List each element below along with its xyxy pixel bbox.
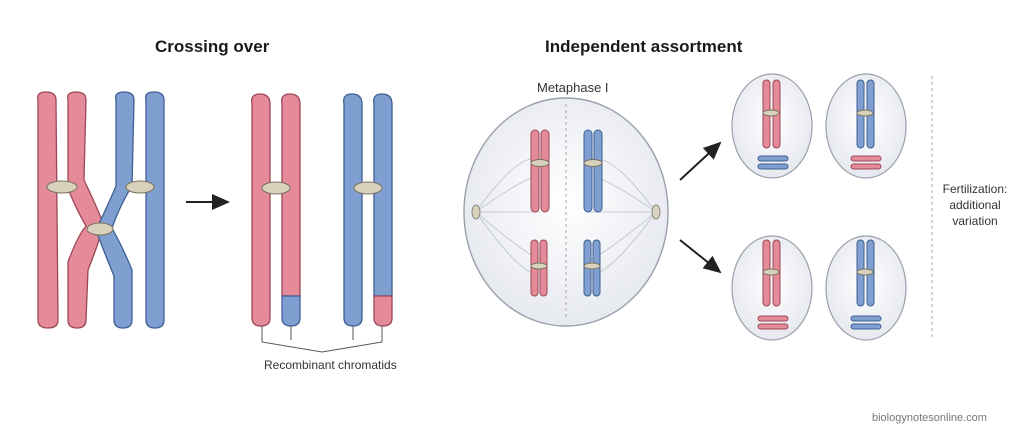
metaphase-cell <box>463 97 669 327</box>
blue-chromatid <box>95 91 135 329</box>
daughter-cell <box>731 73 813 179</box>
crossing-chromosome-pair <box>37 91 165 329</box>
blue-segment <box>281 295 301 327</box>
arrow-to-upper-cells <box>679 141 722 181</box>
centromere <box>530 159 550 167</box>
pink-chromatid <box>540 129 550 213</box>
pink-chromatid-recombinant <box>281 93 301 297</box>
pink-chromatid <box>251 93 271 327</box>
pink-chromatid <box>37 91 59 329</box>
crossing-over-title: Crossing over <box>155 37 270 56</box>
metaphase-label: Metaphase I <box>537 80 609 95</box>
daughter-cell <box>731 235 813 341</box>
arrow-to-lower-cells <box>679 239 722 274</box>
blue-chromatid <box>373 93 393 297</box>
centrosome <box>471 204 481 220</box>
recombinant-label: Recombinant chromatids <box>264 358 397 372</box>
independent-assortment-title: Independent assortment <box>545 37 743 56</box>
recombinant-bracket <box>261 326 383 353</box>
daughter-cell <box>825 73 907 179</box>
blue-chromatid <box>145 91 165 329</box>
centromere <box>353 181 383 195</box>
centromere <box>125 180 155 194</box>
pink-segment <box>373 295 393 327</box>
pink-chromatid <box>530 129 540 213</box>
blue-chromatid <box>583 129 593 213</box>
centromere <box>261 181 291 195</box>
centromere <box>46 180 78 194</box>
blue-chromatid <box>593 129 603 213</box>
daughter-cell <box>825 235 907 341</box>
blue-chromatid-recombinant <box>343 93 363 327</box>
pink-chromatid <box>67 91 105 329</box>
chiasma <box>86 222 114 236</box>
centromere <box>583 159 603 167</box>
centromere <box>583 262 601 270</box>
centrosome <box>651 204 661 220</box>
centromere <box>530 262 548 270</box>
fertilization-label: Fertilization: additional variation <box>942 182 1008 228</box>
recombinant-chromosome-pair <box>251 93 393 353</box>
site-watermark: biologynotesonline.com <box>872 412 987 424</box>
